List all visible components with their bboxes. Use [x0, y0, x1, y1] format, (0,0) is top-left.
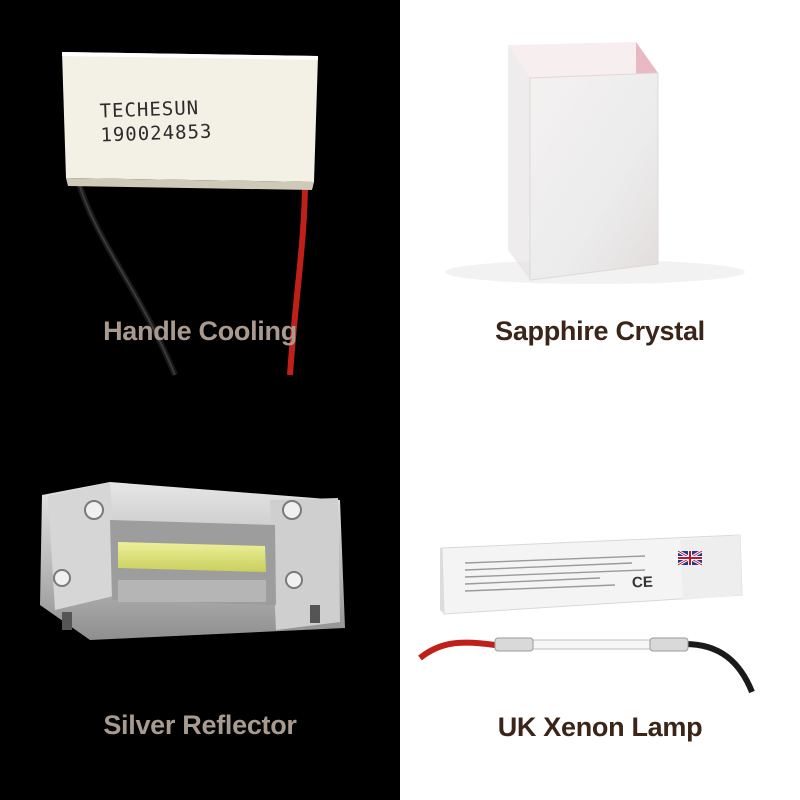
xenon-lamp-image — [418, 534, 755, 694]
thermoelectric-module-image — [62, 52, 318, 377]
ce-mark: CE — [631, 573, 654, 592]
product-tile-uk-xenon-lamp: CE UK Xenon Lamp — [400, 400, 800, 800]
product-tile-sapphire-crystal: Sapphire Crystal — [400, 0, 800, 400]
sapphire-block-image — [445, 42, 745, 284]
module-marking: TECHESUN 190024853 — [99, 93, 301, 148]
product-caption: UK Xenon Lamp — [497, 712, 703, 742]
product-tile-silver-reflector: Silver Reflector — [0, 400, 400, 800]
product-caption: Sapphire Crystal — [495, 316, 705, 346]
reflector-image — [40, 482, 345, 640]
product-caption: Silver Reflector — [103, 710, 297, 740]
product-tile-handle-cooling: TECHESUN 190024853 Handle Cooling — [0, 0, 400, 400]
uk-flag-icon — [677, 549, 703, 567]
product-caption: Handle Cooling — [103, 316, 297, 346]
